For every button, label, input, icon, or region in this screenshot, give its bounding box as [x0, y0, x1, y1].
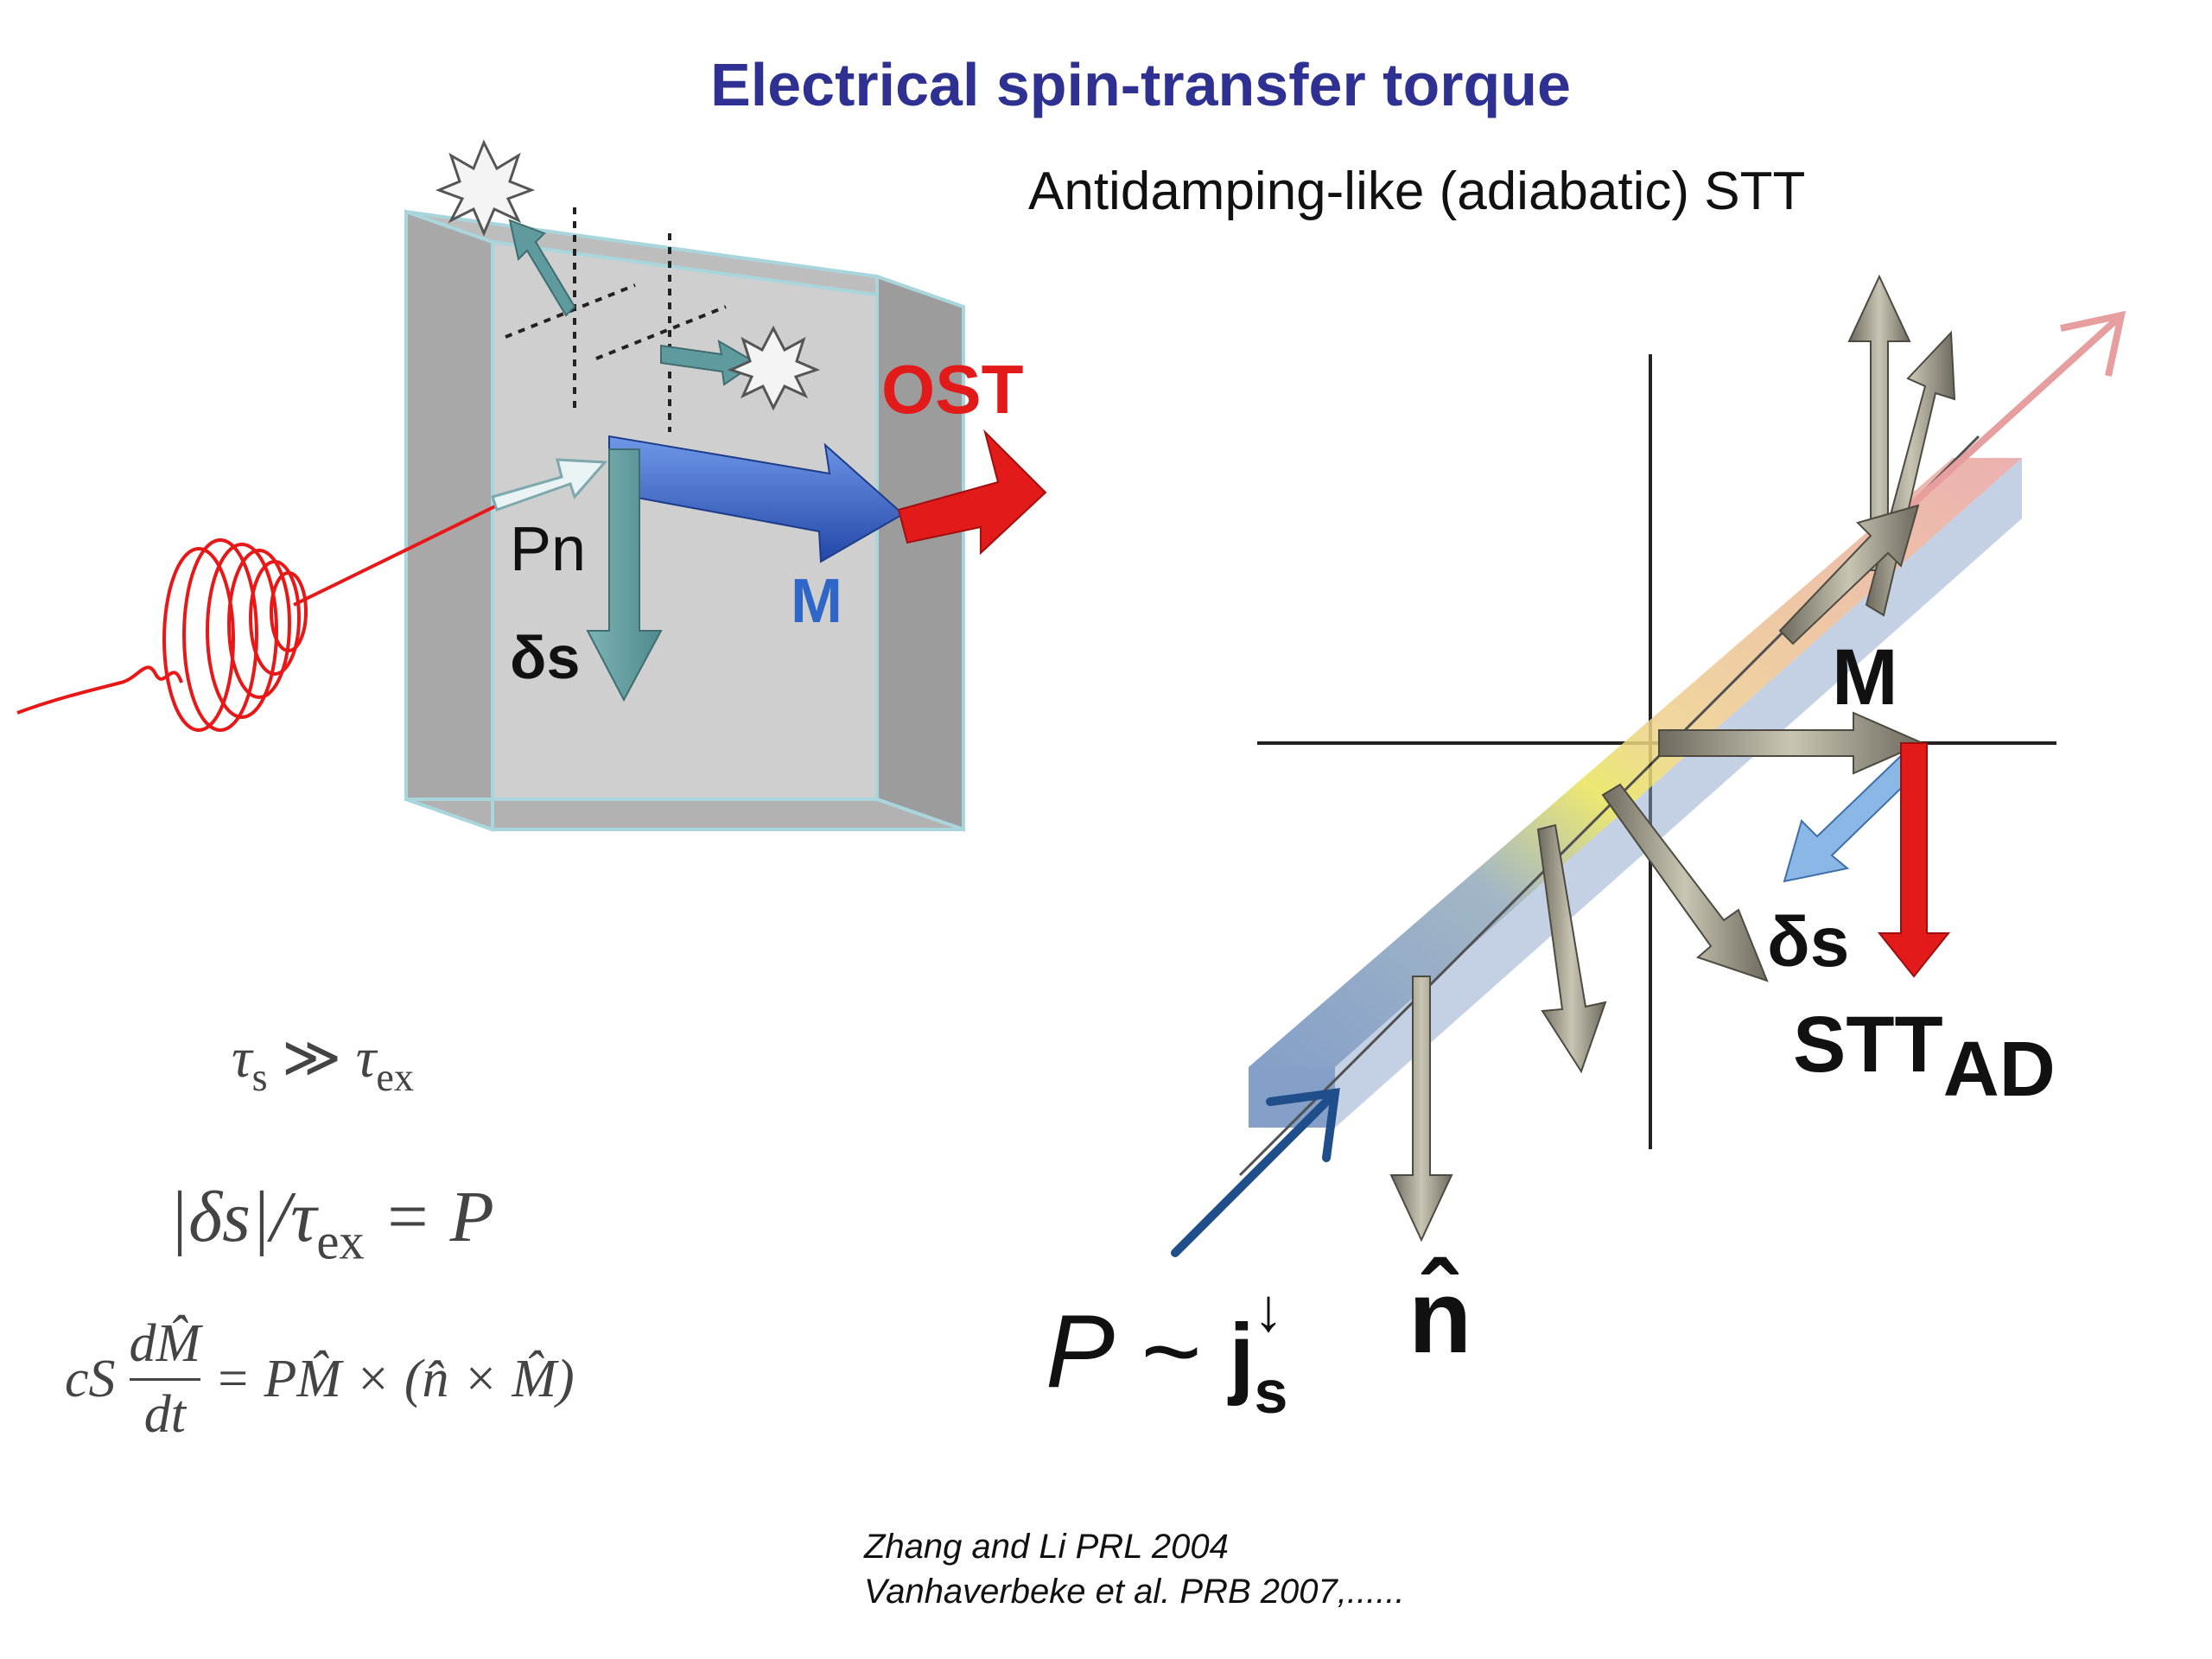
spin-current-arrow — [1171, 1088, 1340, 1257]
equation-spin-rate: |δs|/τex = P — [168, 1177, 494, 1270]
m-label-right: M — [1832, 633, 1898, 721]
starburst-icon — [435, 139, 536, 237]
relaxing-spin-arrows — [1536, 783, 1769, 1074]
magnetization-arrow — [608, 435, 905, 563]
reference-2: Vanhaverbeke et al. PRB 2007,...... — [864, 1573, 1405, 1611]
delta-s-arrow — [586, 448, 663, 702]
magnetic-slab — [404, 209, 965, 832]
m-arrow — [1658, 711, 1925, 775]
subtitle: Antidamping-like (adiabatic) STT — [1028, 162, 1806, 221]
pn-arrow — [491, 458, 608, 512]
m-label: M — [791, 567, 842, 636]
delta-s-label-right: δs — [1767, 903, 1849, 982]
photon-wavepacket — [16, 504, 498, 732]
n-hat-label: n̂ — [1408, 1255, 1471, 1375]
p-spin-current-label: P ~ js↓ — [1046, 1276, 1287, 1426]
equation-timescales: τs ≫ τex — [232, 1027, 414, 1100]
stt-ad-label: STTAD — [1793, 1001, 2056, 1113]
stt-ad-arrow — [1877, 742, 1951, 978]
n-arrows — [1389, 976, 1453, 1243]
adiabatic-stt-figure: M δs STTAD n̂ P ~ js↓ — [1046, 274, 2126, 1426]
ostt-label: OST — [881, 351, 1024, 428]
pn-label: Pn — [510, 515, 586, 584]
starburst-icon — [727, 325, 821, 411]
scattered-spin-arrows — [508, 219, 758, 386]
slide-title: Electrical spin-transfer torque — [710, 51, 1571, 118]
equation-llg: cS dM̂ dt = PM̂ × (n̂ × M̂) — [65, 1314, 575, 1444]
precessing-spin-arrows — [1778, 274, 1956, 645]
reference-1: Zhang and Li PRL 2004 — [864, 1528, 1229, 1566]
delta-s-label: δs — [510, 624, 580, 691]
optical-spin-torque-figure: OST Pn M δs — [16, 139, 1047, 832]
ostt-arrow — [897, 429, 1047, 556]
